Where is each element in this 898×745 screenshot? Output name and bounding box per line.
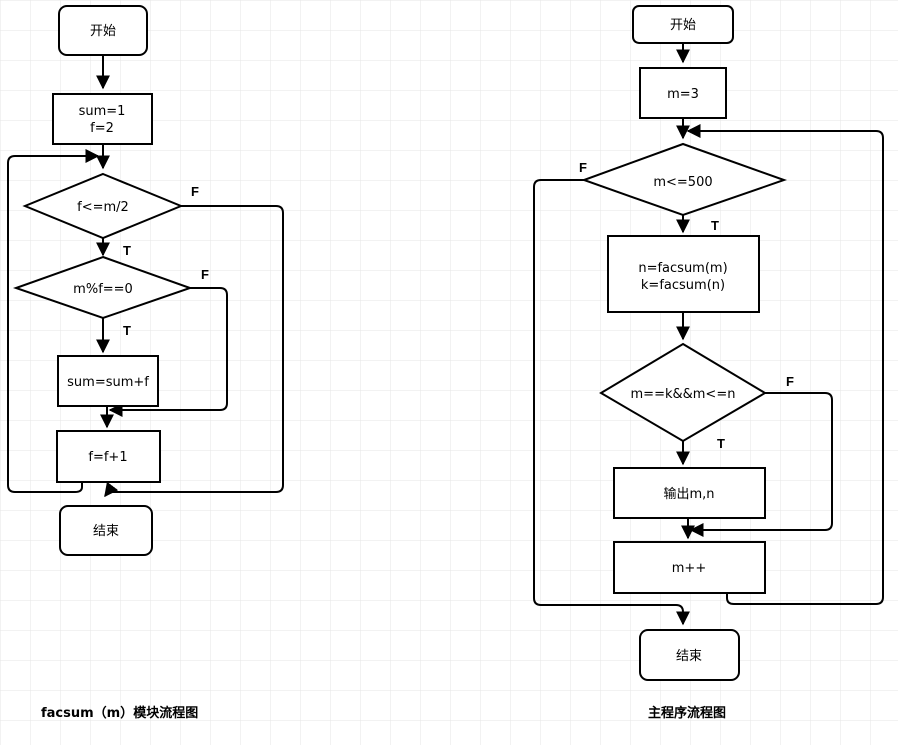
edge-r-check-false bbox=[689, 392, 833, 537]
right-loop-true-label: T bbox=[711, 218, 719, 233]
right-incr-node bbox=[613, 541, 766, 594]
left-caption: facsum（m）模块流程图 bbox=[41, 705, 198, 721]
left-mod-decision bbox=[12, 255, 194, 320]
left-mod-condition: m%f==0 bbox=[73, 282, 133, 297]
edge-loop-back bbox=[7, 149, 100, 493]
right-incr-label: m++ bbox=[672, 561, 706, 576]
edge-mod-false bbox=[108, 287, 228, 417]
right-calc-node bbox=[607, 235, 760, 313]
edge-r-loop-false bbox=[533, 179, 690, 626]
right-check-condition: m==k&&m<=n bbox=[631, 387, 736, 402]
right-loop-false-label: F bbox=[579, 160, 587, 175]
left-mod-true-label: T bbox=[123, 323, 131, 338]
right-check-false-label: F bbox=[786, 374, 794, 389]
left-start-label: 开始 bbox=[90, 24, 116, 39]
right-check-decision bbox=[599, 342, 767, 443]
right-init-node bbox=[639, 67, 727, 119]
left-loop-false-label: F bbox=[191, 184, 199, 199]
left-init-line2: f=2 bbox=[90, 121, 114, 136]
right-caption: 主程序流程图 bbox=[648, 705, 726, 721]
right-loop-decision bbox=[581, 142, 788, 217]
left-flowchart: 开始 sum=1 f=2 f<=m/2 m%f==0 sum=sum+f f=f… bbox=[7, 5, 284, 721]
right-check-true-label: T bbox=[717, 436, 725, 451]
left-add-sum-node bbox=[57, 355, 159, 407]
left-end-node bbox=[59, 505, 153, 556]
left-init-line1: sum=1 bbox=[79, 104, 126, 119]
edge-r-loop-back bbox=[686, 124, 884, 605]
right-calc-line2: k=facsum(n) bbox=[641, 278, 725, 293]
right-loop-condition: m<=500 bbox=[653, 175, 712, 190]
right-init-label: m=3 bbox=[667, 87, 699, 102]
right-flowchart: 开始 m=3 m<=500 n=facsum(m) k=facsum(n) m=… bbox=[533, 5, 884, 721]
right-start-label: 开始 bbox=[670, 18, 696, 33]
right-end-node bbox=[639, 629, 740, 681]
left-mod-false-label: F bbox=[201, 267, 209, 282]
right-start-node bbox=[632, 5, 734, 44]
left-loop-decision bbox=[22, 172, 184, 240]
edge-loop-false bbox=[104, 205, 284, 498]
right-end-label: 结束 bbox=[676, 649, 702, 664]
right-calc-line1: n=facsum(m) bbox=[638, 261, 727, 276]
left-loop-condition: f<=m/2 bbox=[77, 200, 129, 215]
left-loop-true-label: T bbox=[123, 243, 131, 258]
left-init-node bbox=[52, 93, 153, 145]
left-start-node bbox=[58, 5, 148, 56]
right-output-node bbox=[613, 467, 766, 519]
left-end-label: 结束 bbox=[93, 524, 119, 539]
left-add-sum-label: sum=sum+f bbox=[67, 375, 149, 390]
right-output-label: 输出m,n bbox=[663, 486, 714, 502]
left-incr-node bbox=[56, 430, 161, 483]
left-incr-label: f=f+1 bbox=[88, 450, 127, 465]
